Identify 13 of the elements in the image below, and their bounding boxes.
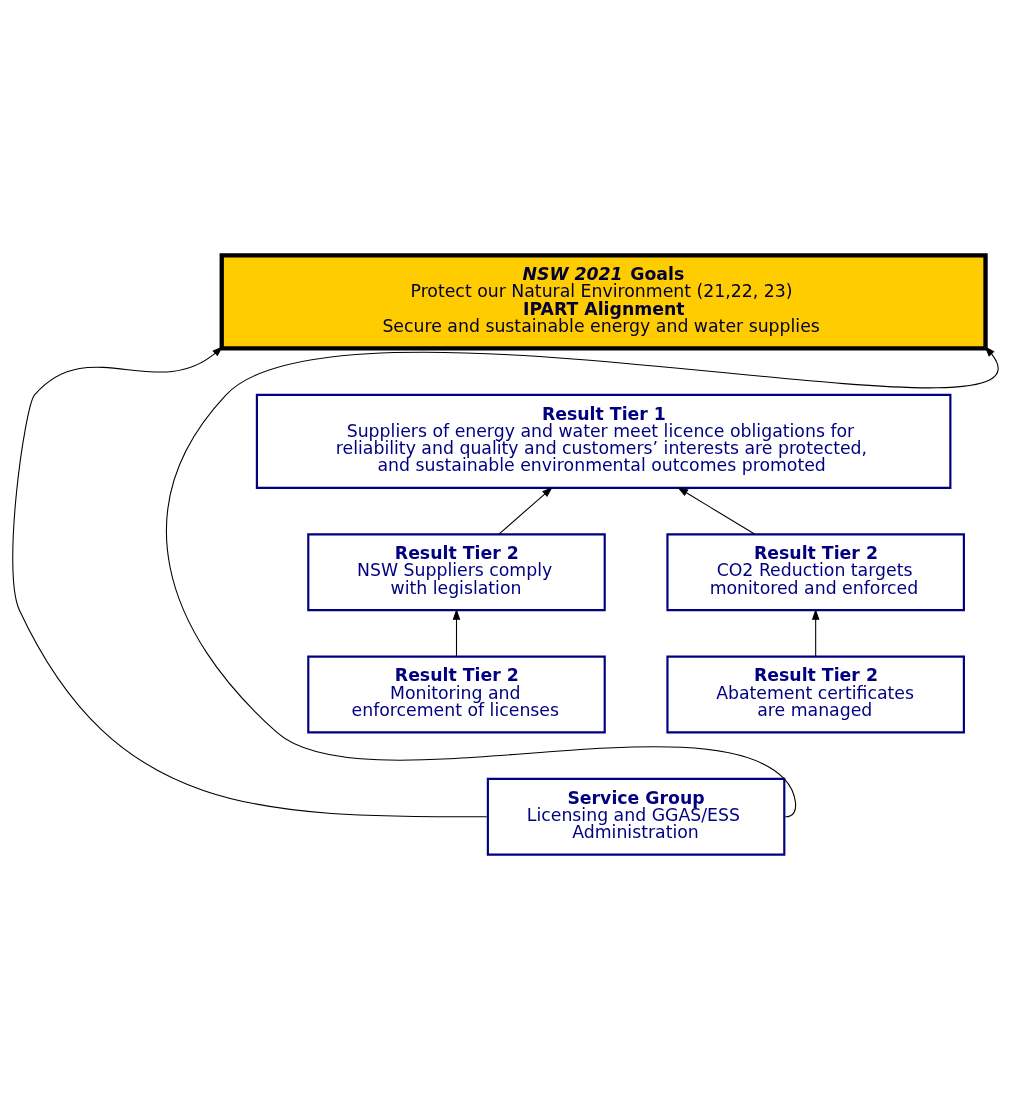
node-box: Result Tier 2 Abatement certificates are managed — [666, 655, 965, 734]
arrow — [12, 346, 488, 818]
arrow — [811, 608, 820, 657]
arrow — [166, 346, 997, 818]
node-box: Service Group Licensing and GGAS/ESS Administration — [486, 777, 786, 856]
arrow — [677, 487, 756, 535]
node-box: Result Tier 2 CO2 Reduction targets monitored and enforced — [666, 533, 965, 612]
arrow — [498, 487, 553, 535]
node-box: Result Tier 1 Suppliers of energy and water meet licence obligations for reliability and quality and customers’ interests are protected, and sustainable environmental outcomes promoted — [255, 393, 952, 489]
node-box: Result Tier 2 Monitoring and enforcement of licenses — [307, 655, 606, 734]
node-box: Result Tier 2 NSW Suppliers comply with legislation — [307, 533, 606, 612]
arrow — [452, 608, 461, 657]
node-box: NSW 2021 Goals Protect our Natural Environment (21,22, 23) IPART Alignment Secure and sustainable energy and water supplies — [219, 253, 988, 351]
